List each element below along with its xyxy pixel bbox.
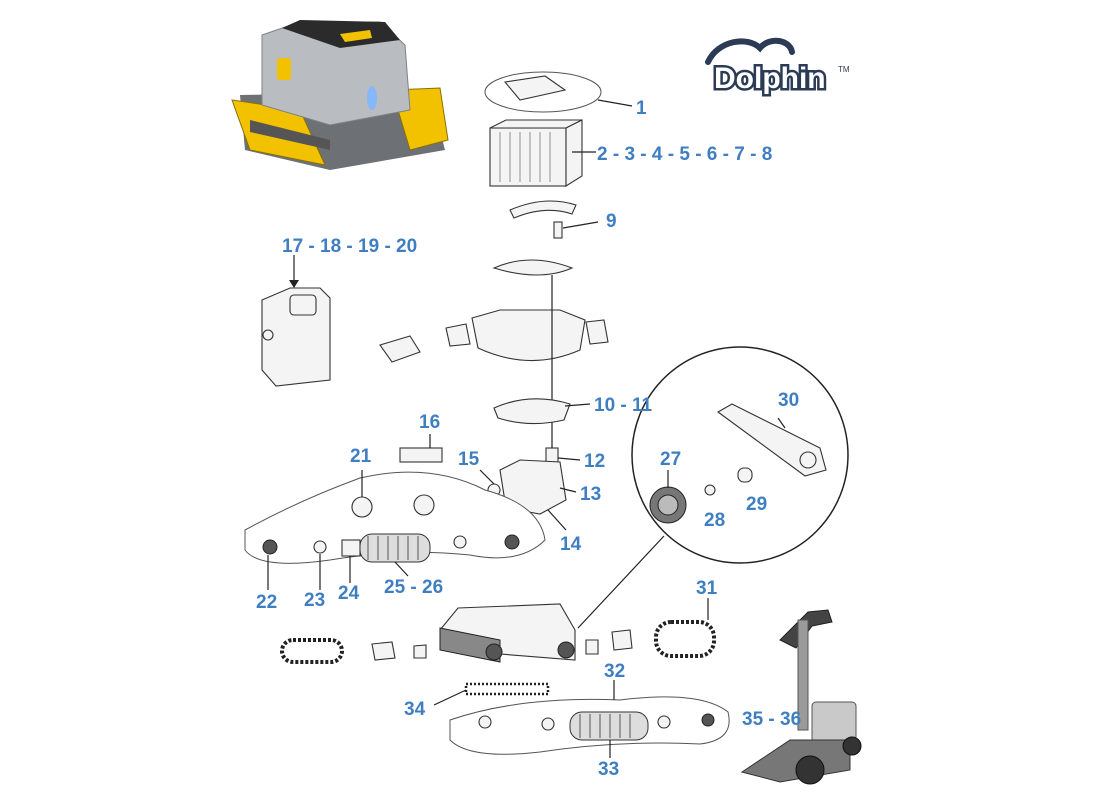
label-22: 22 [256, 592, 277, 613]
part-handle-connector [509, 200, 599, 239]
label-21: 21 [350, 446, 372, 467]
part-filter-basket [489, 119, 596, 187]
part-brush-strip [433, 682, 550, 706]
part-number-labels: 1 2 - 3 - 4 - 5 - 6 - 7 - 8 9 10 - 11 12… [256, 98, 801, 780]
label-17-20: 17 - 18 - 19 - 20 [282, 236, 417, 257]
brand-name: Dolphin [714, 62, 826, 95]
label-1: 1 [636, 98, 647, 119]
label-9: 9 [606, 211, 617, 232]
part-filter-cover [484, 71, 633, 113]
label-29: 29 [746, 494, 767, 515]
part-chassis [439, 603, 576, 663]
part-top-housing [379, 259, 609, 460]
robot-product-image [231, 20, 449, 170]
dolphin-logo: Dolphin TM [705, 37, 850, 98]
label-14: 14 [560, 534, 582, 555]
part-impeller-cover [493, 398, 591, 425]
label-13: 13 [580, 484, 601, 505]
label-28: 28 [704, 510, 725, 531]
part-left-track [280, 638, 427, 664]
label-33: 33 [598, 759, 619, 780]
label-2-8: 2 - 3 - 4 - 5 - 6 - 7 - 8 [597, 144, 772, 165]
part-right-track [585, 598, 716, 658]
label-34: 34 [404, 699, 426, 720]
label-27: 27 [660, 449, 681, 470]
part-caddy-cart [740, 609, 862, 785]
part-brush-roller-group [244, 470, 546, 590]
label-10-11: 10 - 11 [594, 395, 653, 416]
label-30: 30 [778, 390, 799, 411]
label-25-26: 25 - 26 [384, 577, 443, 598]
part-side-panel [261, 255, 331, 387]
label-35-36: 35 - 36 [742, 709, 801, 730]
label-24: 24 [338, 583, 360, 604]
part-16-plate [399, 434, 443, 463]
label-12: 12 [584, 451, 605, 472]
label-15: 15 [458, 449, 480, 470]
label-23: 23 [304, 590, 325, 611]
label-16: 16 [419, 412, 440, 433]
part-motor-unit [479, 447, 581, 531]
detail-circle [577, 346, 849, 629]
part-front-roller-group [449, 680, 730, 758]
label-32: 32 [604, 661, 625, 682]
label-31: 31 [696, 578, 718, 599]
brand-trademark: TM [838, 65, 850, 74]
